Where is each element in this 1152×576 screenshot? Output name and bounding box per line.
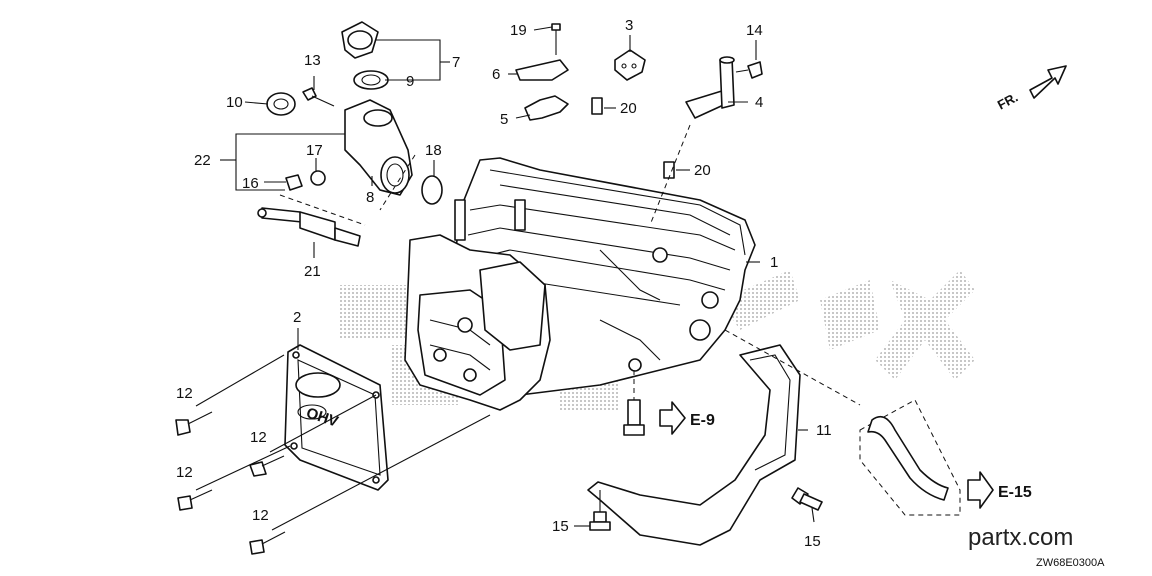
reference-e15: E-15 [998,484,1032,501]
callout-4: 4 [755,94,763,111]
spark-plug [257,207,361,247]
breather-assembly [266,21,443,226]
front-label: FR. [995,89,1021,112]
callout-1: 1 [770,254,778,271]
section-references: E-9 E-15 [690,412,1032,501]
bolts-12 [175,411,286,555]
callout-6: 6 [492,66,500,83]
callout-12-lower: 12 [176,464,193,481]
reference-e9: E-9 [690,412,715,429]
callout-12-top: 12 [176,385,193,402]
bolt-e9 [623,370,686,436]
callout-10: 10 [226,94,243,111]
leader-lines [195,26,815,531]
callout-12-bottom: 12 [252,507,269,524]
callout-15-left: 15 [552,518,569,535]
callout-labels: 1 2 3 4 5 6 7 8 9 10 11 12 12 12 12 13 1… [176,17,832,550]
callout-22: 22 [194,152,211,169]
callout-20-mid: 20 [694,162,711,179]
cylinder-head-cover: OHV [284,344,389,491]
cylinder-head [404,234,551,411]
front-direction-indicator: FR. [995,65,1067,113]
callout-13: 13 [304,52,321,69]
callout-5: 5 [500,111,508,128]
callout-3: 3 [625,17,633,34]
callout-18: 18 [425,142,442,159]
callout-15-right: 15 [804,533,821,550]
callout-9: 9 [406,73,414,90]
callout-14: 14 [746,22,763,39]
callout-7: 7 [452,54,460,71]
front-arrow-icon [1029,65,1067,99]
hose-e15 [724,329,994,516]
callout-20-top: 20 [620,100,637,117]
callout-12-mid: 12 [250,429,267,446]
callout-11: 11 [816,422,832,439]
diagram-code: ZW68E0300A [1036,557,1105,569]
small-parts [515,23,763,226]
partx-logo: partx.com [968,524,1073,551]
callout-17: 17 [306,142,323,159]
callout-8: 8 [366,189,374,206]
callout-2: 2 [293,309,301,326]
footer-marks: partx.com ZW68E0300A [968,524,1105,569]
callout-19: 19 [510,22,527,39]
bolt-15-lower-left [589,490,611,531]
callout-21: 21 [304,263,321,280]
bolt-15-right [791,487,823,511]
callout-16: 16 [242,175,259,192]
